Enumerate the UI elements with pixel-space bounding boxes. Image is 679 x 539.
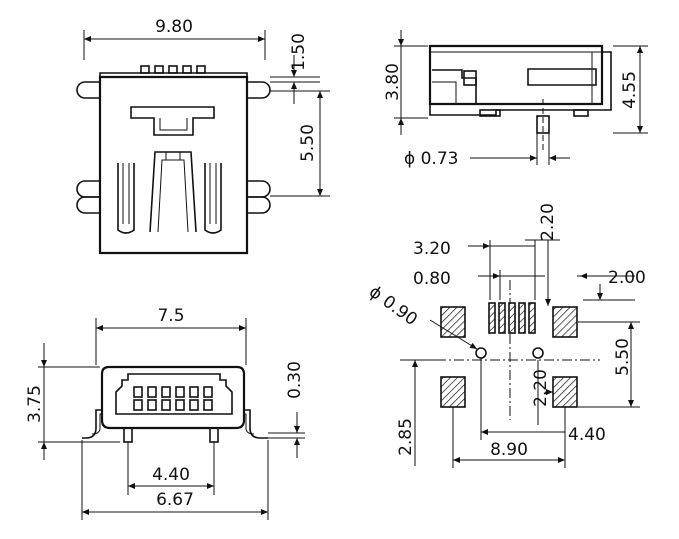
pad-top-right xyxy=(552,306,578,338)
latch-spring xyxy=(130,106,215,136)
pcb-footprint: 3.20 0.80 2.20 2.00 ϕ 0.90 5.50 2.20 4.4 xyxy=(365,203,646,468)
pad-top-left xyxy=(440,306,466,338)
side-slot xyxy=(527,68,597,86)
dim-top-width: 9.80 xyxy=(155,17,193,37)
dim-hole-diameter: ϕ 0.90 xyxy=(365,282,421,330)
dim-pad-height: 2.20 xyxy=(538,203,558,241)
dim-post-diameter: ϕ 0.73 xyxy=(404,149,458,169)
dim-pad-width: 2.00 xyxy=(608,268,646,288)
dim-pad-span: 8.90 xyxy=(490,440,528,460)
front-contacts xyxy=(133,386,213,411)
side-view-body xyxy=(428,44,604,106)
dim-lead-offset: 0.30 xyxy=(285,361,305,399)
right-spring xyxy=(204,163,222,234)
dim-hole-to-pad: 2.20 xyxy=(531,369,551,407)
dim-tab-offset: 1.50 xyxy=(289,33,309,71)
pad-bottom-right xyxy=(552,376,578,408)
front-view-shell xyxy=(100,365,246,430)
dim-front-height: 3.75 xyxy=(25,385,45,423)
dim-lower-offset: 2.85 xyxy=(396,418,416,456)
dim-front-width: 7.5 xyxy=(157,306,184,326)
side-post xyxy=(536,115,550,134)
hole-left xyxy=(475,347,487,359)
dim-peg-spacing: 4.40 xyxy=(152,465,190,485)
dim-side-height: 3.80 xyxy=(383,63,403,101)
dim-lead-span: 6.67 xyxy=(156,490,194,510)
pad-bottom-left xyxy=(440,376,466,408)
side-view: 3.80 4.55 ϕ 0.73 xyxy=(383,30,648,169)
dim-pin-pitch: 0.80 xyxy=(413,269,451,289)
top-contacts xyxy=(140,65,206,74)
right-tab-upper xyxy=(247,81,271,99)
side-recess xyxy=(432,69,477,104)
hole-right xyxy=(532,347,544,359)
dim-pad-group-width: 3.20 xyxy=(413,239,451,259)
top-view-body xyxy=(98,75,249,255)
top-view: 9.80 1.50 5.50 xyxy=(76,17,330,255)
signal-pads xyxy=(488,302,536,334)
left-tab-upper xyxy=(76,81,100,99)
left-peg xyxy=(123,427,133,443)
dim-vertical-pitch: 5.50 xyxy=(613,338,633,376)
right-peg xyxy=(209,427,219,443)
front-view: 7.5 3.75 0.30 4.40 6.67 xyxy=(25,306,305,520)
dim-tab-pitch: 5.50 xyxy=(298,124,318,162)
dim-side-overall: 4.55 xyxy=(620,71,640,109)
left-spring xyxy=(117,163,135,234)
plug-opening xyxy=(115,373,233,415)
right-tab-lower xyxy=(247,180,271,198)
central-hood xyxy=(149,151,197,233)
dim-hole-spacing: 4.40 xyxy=(568,425,606,445)
left-tab-lower xyxy=(76,180,100,198)
